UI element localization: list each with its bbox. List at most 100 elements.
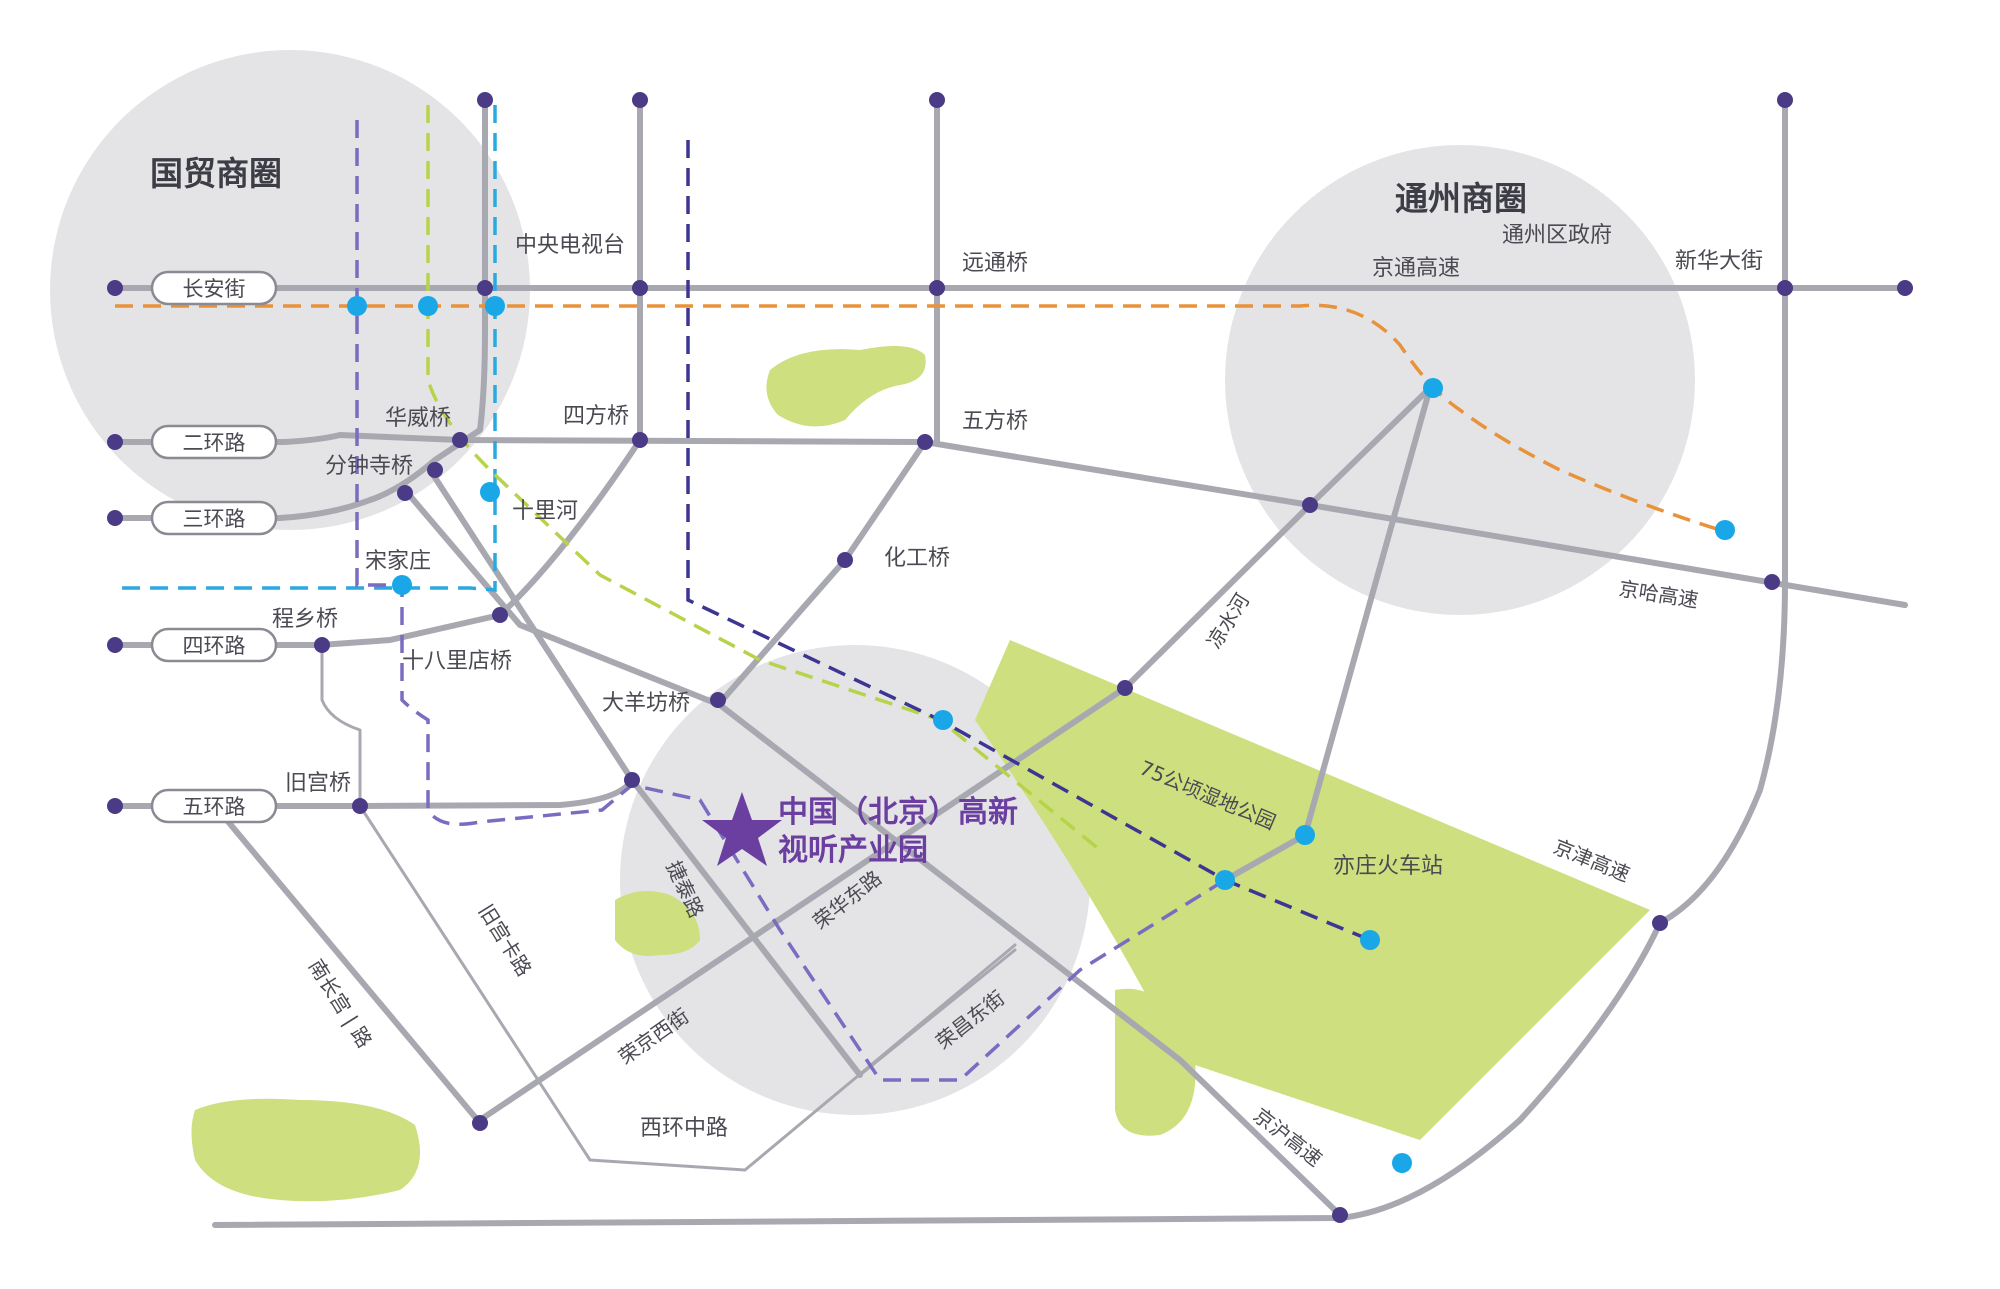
junction-dot-icon[interactable] [107,637,123,653]
junction-dot-icon[interactable] [1117,680,1133,696]
subway-station-icon[interactable] [418,296,438,316]
subway-station-icon[interactable] [1715,520,1735,540]
junction-dot-icon[interactable] [1764,574,1780,590]
pill-changan[interactable] [150,270,278,306]
pill-ring2[interactable] [150,424,278,460]
junction-dot-icon[interactable] [917,434,933,450]
label-huagong: 化工桥 [884,546,950,571]
junction-dot-icon[interactable] [427,462,443,478]
junction-nodes [107,92,1913,1223]
xihuan-road [320,643,1017,1172]
label-sifang: 四方桥 [563,404,629,429]
label-xihuan-zhong: 西环中路 [640,1116,728,1141]
junction-dot-icon[interactable] [397,485,413,501]
metro-line-cyan [115,105,497,592]
label-ring3: 三环路 [183,507,246,531]
junction-dot-icon[interactable] [107,510,123,526]
tongzhou-district-circle [1225,145,1695,615]
subway-station-icon[interactable] [1295,825,1315,845]
green-areas [191,346,1650,1202]
junction-dot-icon[interactable] [1332,1207,1348,1223]
subway-station-icon[interactable] [485,296,505,316]
label-ring4: 四环路 [183,634,246,658]
metro-line-orange [115,303,1721,532]
label-liangshuihe: 凉水河 [1202,589,1254,653]
label-dayangfang: 大羊坊桥 [602,691,690,716]
junction-dot-icon[interactable] [632,92,648,108]
junction-dot-icon[interactable] [107,434,123,450]
label-huawei: 华威桥 [385,406,451,431]
wetland-park-area [975,640,1650,1140]
place-labels: 中央电视台 远通桥 京通高速 通州区政府 新华大街 华威桥 四方桥 五方桥 分钟… [272,223,1763,1141]
district-circles [50,50,1695,1115]
green-area-west [615,891,700,956]
junction-dot-icon[interactable] [632,432,648,448]
junction-dot-icon[interactable] [107,798,123,814]
ring3-road [112,97,488,521]
star-icon [702,792,782,866]
subway-station-icon[interactable] [1215,870,1235,890]
junction-dot-icon[interactable] [107,280,123,296]
subway-station-icon[interactable] [347,296,367,316]
district-label-tongzhou: 通州商圈 [1395,179,1527,218]
yizhuang-district-circle [620,645,1090,1115]
label-songjiazhuang: 宋家庄 [365,549,431,574]
green-area-southwest [191,1098,420,1202]
ring-road-pills: 长安街 二环路 三环路 四环路 五环路 [150,270,278,824]
junction-dot-icon[interactable] [837,552,853,568]
pill-ring5[interactable] [150,788,278,824]
label-changan: 长安街 [183,277,246,301]
rongchang-road [858,948,1017,1077]
label-jingtong: 京通高速 [1372,256,1460,281]
pill-ring3[interactable] [150,500,278,536]
district-label-guomao: 国贸商圈 [150,154,282,193]
junction-dot-icon[interactable] [710,692,726,708]
subway-stations [347,296,1735,1173]
junction-dot-icon[interactable] [352,798,368,814]
label-nanzhu: 南长宫 | 路 [304,955,377,1052]
junction-dot-icon[interactable] [492,607,508,623]
junction-dot-icon[interactable] [477,280,493,296]
subway-station-icon[interactable] [933,710,953,730]
label-xinhua: 新华大街 [1675,249,1763,274]
pill-ring4[interactable] [150,627,278,663]
subway-station-icon[interactable] [480,482,500,502]
label-yizhuang-station: 亦庄火车站 [1333,854,1443,879]
subway-station-icon[interactable] [1360,930,1380,950]
junction-dot-icon[interactable] [929,280,945,296]
label-ring2: 二环路 [183,431,246,455]
junction-dot-icon[interactable] [1777,92,1793,108]
junction-dot-icon[interactable] [632,280,648,296]
junction-dot-icon[interactable] [1777,280,1793,296]
label-wufang: 五方桥 [962,409,1028,434]
label-cctv: 中央电视台 [515,233,625,258]
junction-dot-icon[interactable] [472,1115,488,1131]
label-ring5: 五环路 [183,795,246,819]
park-marker[interactable]: 中国（北京）高新 视听产业园 [702,792,1018,868]
subway-station-icon[interactable] [1392,1153,1412,1173]
label-jiuxiao: 旧宫桥 [285,771,351,796]
junction-dot-icon[interactable] [929,92,945,108]
junction-dot-icon[interactable] [1897,280,1913,296]
nanzhu-road [212,803,483,1126]
label-shibalidian: 十八里店桥 [402,649,512,674]
junction-dot-icon[interactable] [1652,915,1668,931]
label-tongzhou-gov: 通州区政府 [1502,223,1612,248]
ring2-road [112,432,928,445]
label-yuantong: 远通桥 [962,251,1028,276]
bottom-road [212,920,1663,1228]
park-name-line1: 中国（北京）高新 [778,795,1018,830]
metro-line-purple [355,120,1226,1082]
label-chengxiang: 程乡桥 [272,607,338,632]
junction-dot-icon[interactable] [314,637,330,653]
park-name-line2: 视听产业园 [778,833,928,868]
junction-dot-icon[interactable] [477,92,493,108]
liangshui-road [477,385,1433,1123]
subway-station-icon[interactable] [392,575,412,595]
label-liangma: 旧宫卡路 [474,900,537,981]
junction-dot-icon[interactable] [452,432,468,448]
junction-dot-icon[interactable] [624,772,640,788]
junction-dot-icon[interactable] [1302,497,1318,513]
label-jingha: 京哈高速 [1617,576,1700,612]
subway-station-icon[interactable] [1423,378,1443,398]
